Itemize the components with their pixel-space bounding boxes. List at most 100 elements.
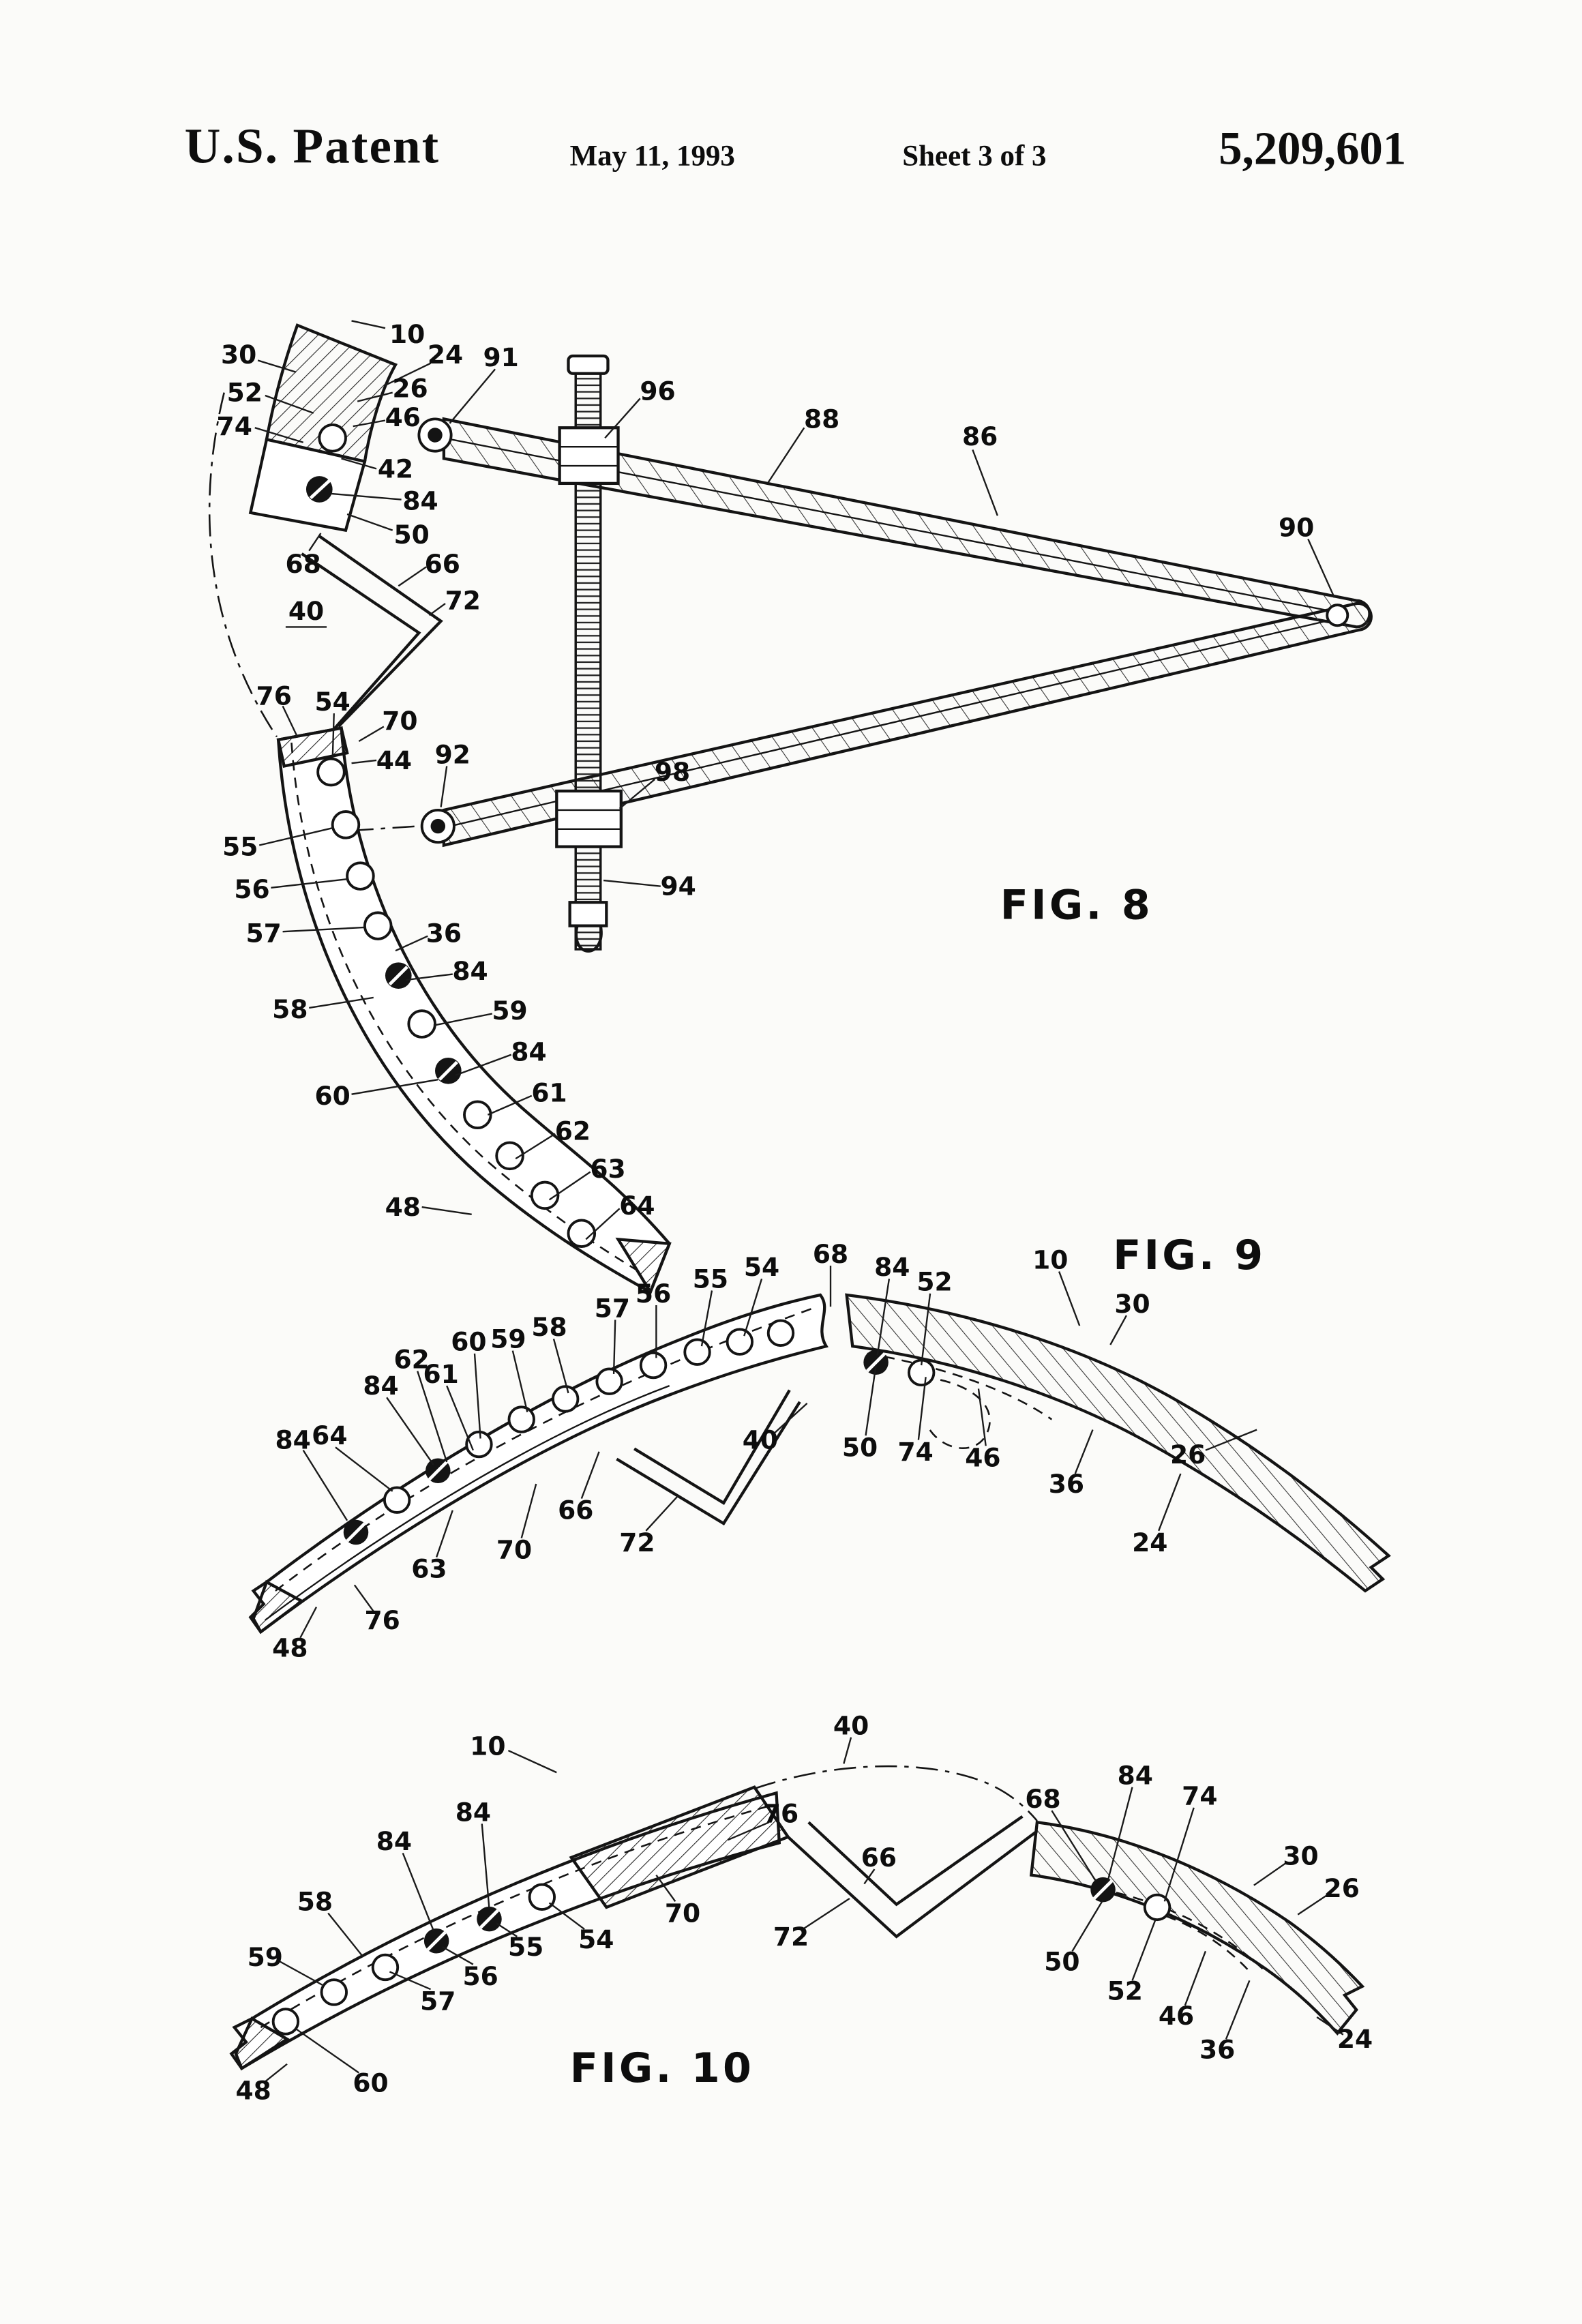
ref-numeral-46: 46	[1159, 2001, 1194, 2031]
ref-numeral-10: 10	[389, 319, 425, 349]
leader-line	[436, 1510, 453, 1558]
bolt-hole	[726, 1328, 754, 1356]
lower-arm	[442, 601, 1373, 848]
ref-numeral-74: 74	[217, 411, 252, 441]
leader-line	[655, 1874, 676, 1902]
web-connector	[318, 535, 443, 728]
ref-numeral-26: 26	[1170, 1440, 1206, 1470]
ref-numeral-40: 40	[288, 596, 324, 626]
bolt-hole	[318, 423, 347, 453]
leader-line	[548, 1171, 591, 1201]
vertex-hole	[1326, 604, 1349, 627]
ref-numeral-24: 24	[1337, 2024, 1373, 2054]
ref-numeral-58: 58	[272, 994, 308, 1024]
ref-numeral-61: 61	[423, 1359, 458, 1389]
right-arc-segment	[845, 1293, 1391, 1593]
leader-line	[455, 1054, 512, 1076]
phantom-centerline	[753, 1765, 1038, 1821]
bolt-hole	[463, 1100, 492, 1130]
ref-numeral-72: 72	[773, 1922, 809, 1952]
leader-line	[863, 1868, 876, 1885]
ref-numeral-36: 36	[1199, 2034, 1235, 2064]
bolt-hole	[407, 1009, 436, 1039]
fig8-caption: FIG. 8	[1000, 882, 1153, 929]
leader-line	[618, 778, 655, 809]
ref-numeral-84: 84	[456, 1797, 491, 1827]
leader-line	[265, 394, 314, 414]
rod-head	[567, 354, 610, 375]
ref-numeral-98: 98	[655, 757, 690, 787]
leader-line	[271, 878, 349, 889]
leader-line	[282, 705, 299, 738]
leader-line	[972, 449, 998, 516]
bolt-hole	[567, 1219, 597, 1249]
leader-line	[1253, 1861, 1288, 1886]
leader-line	[442, 1946, 474, 1965]
ref-numeral-84: 84	[402, 486, 438, 516]
bolt-hole	[371, 1953, 400, 1982]
ref-numeral-48: 48	[235, 2075, 271, 2105]
screw-slot	[866, 1352, 886, 1373]
leader-line	[449, 368, 496, 424]
ref-numeral-76: 76	[763, 1798, 799, 1828]
leader-line	[421, 1206, 472, 1215]
ref-numeral-88: 88	[804, 404, 839, 434]
leader-line	[645, 1495, 679, 1532]
patent-date: May 11, 1993	[569, 140, 735, 173]
leader-line	[548, 1902, 585, 1931]
web-connector	[633, 1389, 791, 1505]
leader-line	[977, 1388, 987, 1446]
bolt-hole	[683, 1338, 711, 1366]
leader-line	[346, 513, 393, 531]
ref-numeral-70: 70	[665, 1898, 700, 1928]
ref-numeral-74: 74	[897, 1437, 933, 1467]
ref-numeral-61: 61	[531, 1078, 567, 1108]
leader-line	[402, 1852, 434, 1931]
ref-numeral-30: 30	[1283, 1841, 1318, 1871]
ref-numeral-59: 59	[490, 1324, 526, 1354]
ref-numeral-50: 50	[1044, 1946, 1079, 1976]
leader-line	[331, 492, 402, 501]
screw-slot	[426, 1931, 447, 1951]
upper-clamp	[558, 426, 620, 486]
bolt-hole	[639, 1351, 668, 1380]
leader-line	[487, 1094, 533, 1116]
ref-numeral-46: 46	[965, 1442, 1000, 1472]
ref-numeral-50: 50	[842, 1432, 878, 1462]
ref-numeral-64: 64	[619, 1191, 655, 1221]
ref-numeral-50: 50	[393, 520, 429, 550]
ref-numeral-68: 68	[1025, 1784, 1060, 1814]
screw-slot	[388, 966, 408, 986]
leader-line	[876, 1279, 891, 1356]
leader-line	[865, 1365, 877, 1436]
ref-numeral-48: 48	[272, 1633, 308, 1663]
band-end-hatch	[615, 1237, 672, 1296]
leader-line	[1051, 1810, 1096, 1881]
ref-numeral-24: 24	[428, 340, 463, 370]
fig8-drawing	[208, 323, 1373, 1296]
leader-line	[395, 935, 428, 952]
rod-eye	[574, 925, 603, 953]
fig9-drawing	[248, 1293, 1391, 1635]
leader-line	[327, 1912, 364, 1958]
leader-line	[308, 533, 322, 552]
left-arc-segment	[248, 1293, 829, 1635]
ref-numeral-40: 40	[833, 1711, 869, 1741]
ref-numeral-52: 52	[1107, 1976, 1143, 2006]
bolt-hole	[346, 861, 375, 891]
ref-numeral-26: 26	[392, 373, 428, 403]
bolt-hole	[528, 1883, 556, 1911]
ref-numeral-60: 60	[314, 1081, 350, 1111]
leader-line	[612, 1320, 616, 1374]
leader-line	[353, 1584, 374, 1612]
upper-pivot-pin	[428, 428, 443, 443]
ref-numeral-52: 52	[227, 378, 263, 408]
screw-slot	[479, 1909, 500, 1929]
leader-line	[1071, 1899, 1104, 1952]
ref-numeral-48: 48	[385, 1192, 421, 1222]
lower-pivot-pin	[430, 818, 446, 834]
